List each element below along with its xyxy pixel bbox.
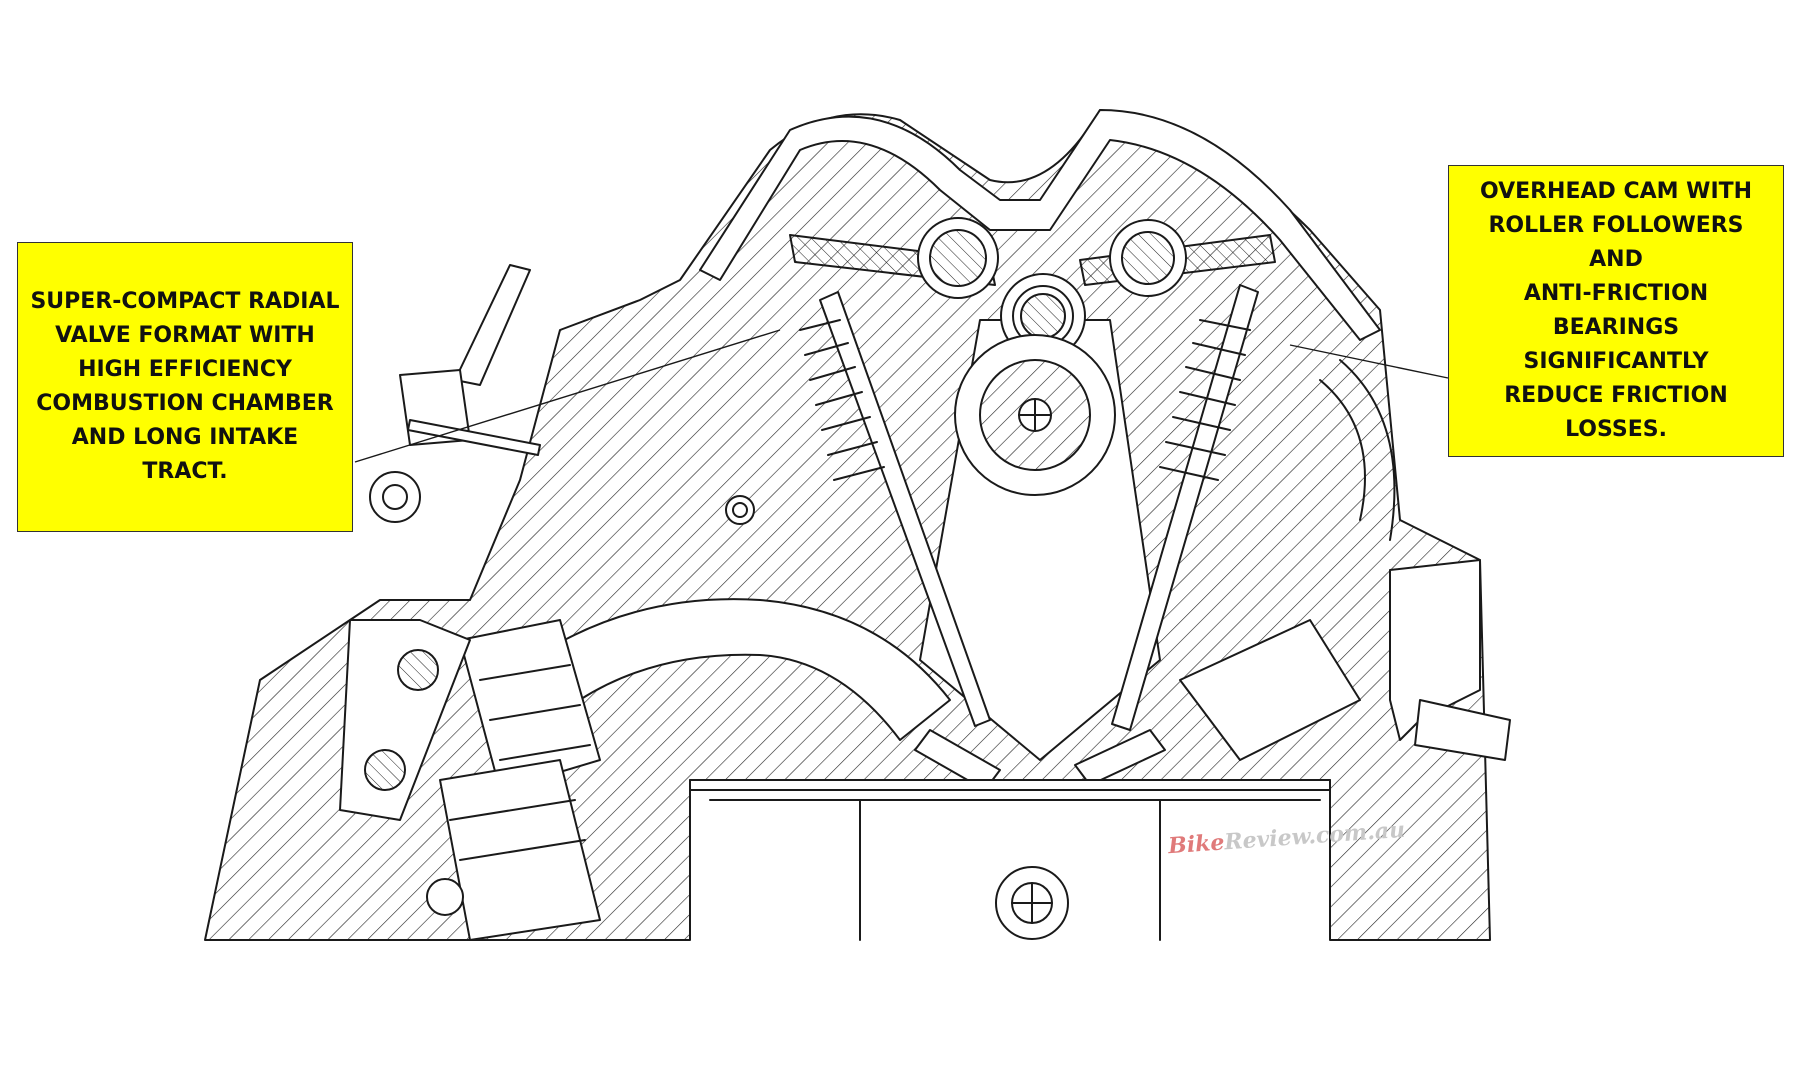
- leader-line-right: [1289, 344, 1449, 379]
- roller-bearing-left: [917, 217, 999, 299]
- leader-line-left: [354, 329, 781, 463]
- roller-bearing-right: [1109, 219, 1187, 297]
- callout-left-text: SUPER-COMPACT RADIAL VALVE FORMAT WITH H…: [30, 289, 340, 484]
- callout-intake-valve-format: SUPER-COMPACT RADIAL VALVE FORMAT WITH H…: [17, 242, 353, 532]
- wrist-pin: [995, 866, 1069, 940]
- valve-spring-left: [799, 319, 885, 481]
- camshaft: [954, 334, 1116, 496]
- watermark-brand-a: Bike: [1167, 829, 1226, 860]
- throttle-bracket: [454, 264, 531, 386]
- valve-spring-right: [1159, 319, 1251, 481]
- intake-valve: [819, 291, 991, 727]
- callout-overhead-cam: OVERHEAD CAM WITH ROLLER FOLLOWERS AND A…: [1448, 165, 1784, 457]
- piston-crown: [689, 779, 1331, 791]
- intake-port: [479, 598, 951, 741]
- exhaust-port: [1179, 619, 1361, 761]
- callout-right-text: OVERHEAD CAM WITH ROLLER FOLLOWERS AND A…: [1479, 179, 1753, 442]
- cam-cover: [699, 109, 1381, 341]
- exhaust-valve: [1111, 284, 1259, 731]
